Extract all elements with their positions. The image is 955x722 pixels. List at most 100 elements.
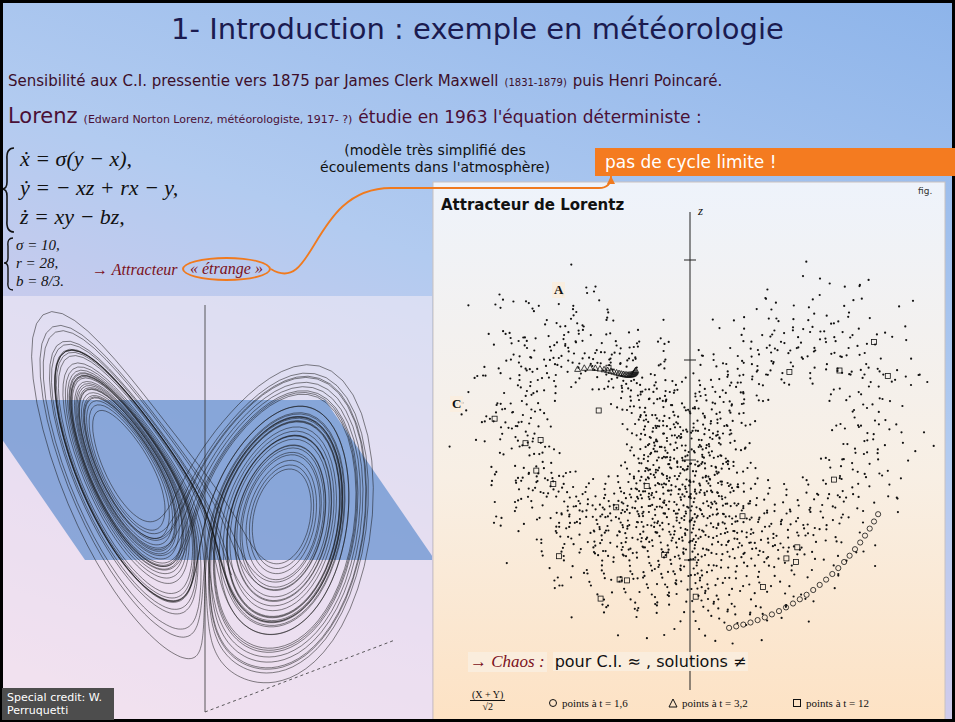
trajectory-dot <box>563 483 565 485</box>
trajectory-dot <box>541 452 543 454</box>
trajectory-dot <box>678 488 680 490</box>
trajectory-dot <box>802 275 804 277</box>
trajectory-dot <box>819 278 821 280</box>
trajectory-dot <box>610 403 612 405</box>
trajectory-dot <box>854 452 856 454</box>
trajectory-dot <box>807 484 809 486</box>
trajectory-dot <box>629 565 631 567</box>
trajectory-dot <box>706 548 708 550</box>
trajectory-dot <box>694 547 696 549</box>
trajectory-dot <box>618 530 620 532</box>
trajectory-dot <box>716 422 718 424</box>
trajectory-dot <box>651 570 653 572</box>
trajectory-dot <box>622 380 624 382</box>
trajectory-dot <box>635 616 637 618</box>
trajectory-dot <box>639 384 641 386</box>
node-text: Attracteur de Lorentz <box>441 196 937 214</box>
trajectory-dot <box>828 400 830 402</box>
trajectory-dot <box>599 542 601 544</box>
trajectory-dot <box>912 300 914 302</box>
trajectory-dot <box>636 434 638 436</box>
trajectory-dot <box>704 428 706 430</box>
trajectory-dot <box>693 450 695 452</box>
trajectory-dot <box>741 545 743 547</box>
trajectory-dot <box>696 562 698 564</box>
trajectory-dot <box>837 555 839 557</box>
trajectory-dot <box>509 377 511 379</box>
trajectory-dot <box>638 490 640 492</box>
trajectory-dot <box>677 416 679 418</box>
trajectory-dot <box>839 496 841 498</box>
trajectory-dot <box>655 381 657 383</box>
trajectory-dot <box>654 450 656 452</box>
trajectory-dot <box>848 312 850 314</box>
trajectory-dot <box>594 545 596 547</box>
trajectory-dot <box>669 391 671 393</box>
trajectory-dot <box>846 354 848 356</box>
trajectory-dot <box>691 517 693 519</box>
trajectory-dot <box>772 537 774 539</box>
trajectory-dot <box>578 377 580 379</box>
trajectory-dot <box>514 501 516 503</box>
trajectory-dot <box>742 507 744 509</box>
trajectory-dot <box>559 536 561 538</box>
trajectory-dot <box>654 514 656 516</box>
brace <box>2 148 14 232</box>
trajectory-dot <box>505 333 507 335</box>
trajectory-dot <box>670 494 672 496</box>
trajectory-dot <box>518 362 520 364</box>
trajectory-dot <box>601 534 603 536</box>
trajectory-dot <box>812 298 814 300</box>
trajectory-dot <box>702 606 704 608</box>
trajectory-dot <box>852 411 854 413</box>
trajectory-dot <box>532 392 534 394</box>
trajectory-dot <box>636 609 638 611</box>
trajectory-dot <box>638 399 640 401</box>
trajectory-dot <box>685 510 687 512</box>
trajectory-dot <box>489 418 491 420</box>
trajectory-dot <box>545 365 547 367</box>
trajectory-dot <box>721 495 723 497</box>
trajectory-dot <box>767 399 769 401</box>
trajectory-dot <box>543 359 545 361</box>
trajectory-dot <box>857 471 859 473</box>
trajectory-dot <box>744 447 746 449</box>
trajectory-dot <box>732 420 734 422</box>
trajectory-dot <box>595 508 597 510</box>
marker-circle <box>842 559 847 564</box>
trajectory-dot <box>700 536 702 538</box>
trajectory-dot <box>530 381 532 383</box>
trajectory-dot <box>590 584 592 586</box>
trajectory-dot <box>606 308 608 310</box>
trajectory-dot <box>685 548 687 550</box>
trajectory-dot <box>553 344 555 346</box>
trajectory-dot <box>772 545 774 547</box>
trajectory-dot <box>758 383 760 385</box>
trajectory-dot <box>670 489 672 491</box>
trajectory-dot <box>576 521 578 523</box>
trajectory-dot <box>596 376 598 378</box>
trajectory-dot <box>845 399 847 401</box>
trajectory-dot <box>749 519 751 521</box>
trajectory-dot <box>611 591 613 593</box>
trajectory-dot <box>683 495 685 497</box>
trajectory-dot <box>828 493 830 495</box>
trajectory-dot <box>639 533 641 535</box>
trajectory-dot <box>815 541 817 543</box>
trajectory-dot <box>710 379 712 381</box>
trajectory-dot <box>482 374 484 376</box>
trajectory-dot <box>629 405 631 407</box>
trajectory-dot <box>820 458 822 460</box>
trajectory-dot <box>604 532 606 534</box>
trajectory-dot <box>688 480 690 482</box>
trajectory-dot <box>791 565 793 567</box>
trajectory-dot <box>696 400 698 402</box>
marker-square <box>596 408 601 413</box>
trajectory-dot <box>605 333 607 335</box>
trajectory-dot <box>670 533 672 535</box>
trajectory-dot <box>866 343 868 345</box>
trajectory-dot <box>647 550 649 552</box>
trajectory-dot <box>660 363 662 365</box>
trajectory-dot <box>743 316 745 318</box>
